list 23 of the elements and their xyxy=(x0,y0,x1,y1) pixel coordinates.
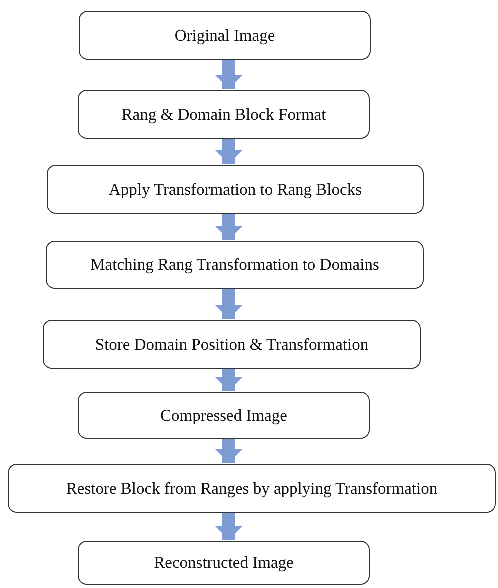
process-box xyxy=(78,90,370,139)
process-box xyxy=(43,320,421,369)
box-label: Rang & Domain Block Format xyxy=(122,104,326,124)
box-label: Apply Transformation to Rang Blocks xyxy=(108,180,362,200)
box-label: Reconstructed Image xyxy=(154,553,294,573)
process-box xyxy=(46,241,424,289)
process-box xyxy=(79,11,371,60)
block-arrow xyxy=(215,139,243,164)
box-label: Matching Rang Transformation to Domains xyxy=(90,255,380,275)
block-arrow xyxy=(215,289,243,319)
process-box xyxy=(78,392,370,439)
block-arrow xyxy=(215,60,243,89)
box-label: Store Domain Position & Transformation xyxy=(95,334,369,354)
block-arrow xyxy=(215,214,243,240)
process-box xyxy=(78,541,370,585)
box-label: Restore Block from Ranges by applying Transformation xyxy=(66,478,438,498)
process-box xyxy=(47,165,424,214)
process-box xyxy=(8,464,496,513)
block-arrow xyxy=(215,369,243,391)
box-label: Compressed Image xyxy=(160,406,288,426)
block-arrow xyxy=(215,439,243,463)
block-arrow xyxy=(215,513,243,540)
box-label: Original Image xyxy=(174,26,276,46)
